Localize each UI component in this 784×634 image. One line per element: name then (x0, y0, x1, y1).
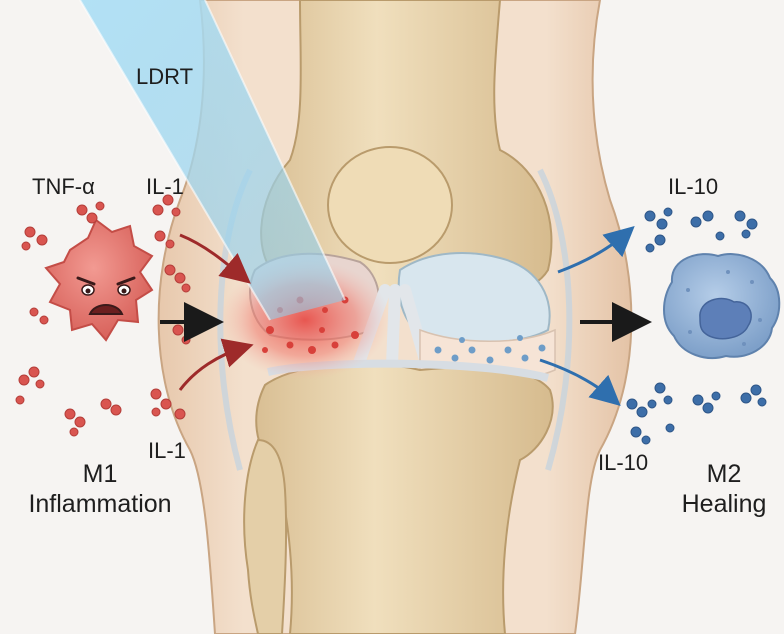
label-ldrt: LDRT (136, 66, 193, 88)
label-il1-top: IL-1 (146, 176, 184, 198)
label-il10-bottom: IL-10 (598, 452, 648, 474)
m1-cell-icon (46, 220, 152, 340)
label-il1-bottom: IL-1 (148, 440, 186, 462)
label-m1-subtitle: Inflammation (0, 492, 200, 517)
label-il10-top: IL-10 (668, 176, 718, 198)
m2-cell-icon (664, 254, 779, 358)
label-m2-subtitle: Healing (664, 492, 784, 517)
label-m2-title: M2 (664, 462, 784, 487)
label-tnf-alpha: TNF-α (32, 176, 95, 198)
patella (328, 147, 452, 263)
label-m1-title: M1 (0, 462, 200, 487)
